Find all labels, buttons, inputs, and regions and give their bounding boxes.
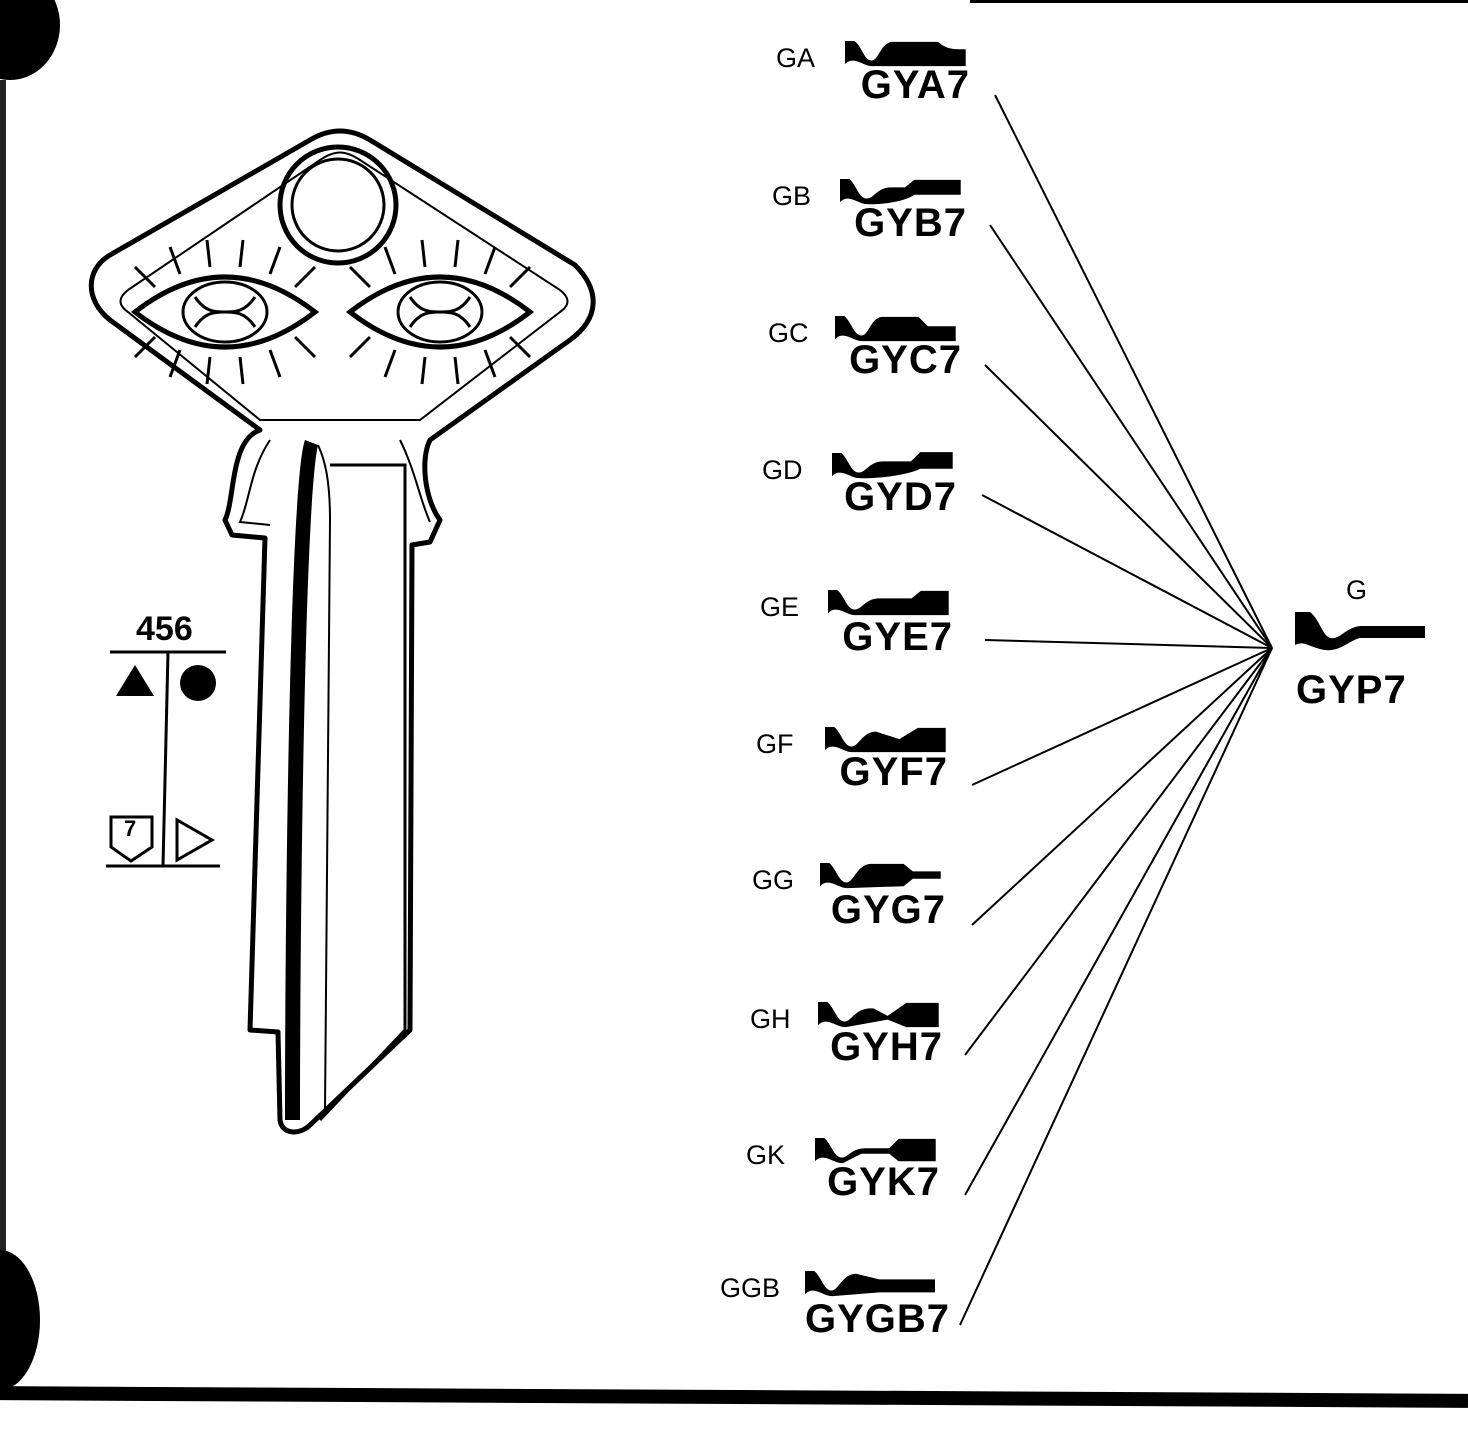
key-profile-icon (805, 1271, 935, 1297)
key-profile-icon (832, 452, 953, 479)
profile-label: GH (750, 1004, 791, 1034)
profile-label: GB (772, 181, 812, 211)
key-blank-code: GYG7 (830, 888, 946, 932)
shield-icon (109, 815, 154, 863)
key-profile-icon (828, 590, 949, 616)
connector-lines (959, 94, 1273, 1326)
key-ring-hole (277, 144, 399, 266)
key-head-outline (88, 128, 596, 1135)
catalog-number: 456 (136, 610, 193, 648)
connector-line (984, 639, 1273, 649)
connector-line (994, 94, 1273, 649)
profile-label: GD (762, 455, 803, 485)
connector-line (984, 364, 1273, 649)
profile-label: GK (746, 1140, 786, 1170)
triangle-filled-icon (116, 665, 154, 696)
circle-filled-icon (180, 665, 216, 701)
scan-border-top (970, 0, 1468, 3)
key-profile-icon (835, 316, 956, 342)
connector-line (971, 647, 1273, 926)
connector-line (989, 224, 1273, 649)
profile-label: GGB (720, 1273, 781, 1303)
master-profile-label: G (1346, 575, 1368, 605)
profile-label: GA (776, 43, 816, 73)
key-profile-icon (840, 179, 961, 205)
scan-edge-left (0, 80, 6, 1280)
key-profile-icon (825, 727, 946, 753)
key-blank-code: GYA7 (860, 63, 970, 107)
key-profile-icon (820, 863, 941, 889)
connector-line (981, 494, 1273, 649)
key-profile-icon (845, 41, 966, 67)
master-profile-icon (1295, 612, 1425, 651)
key-blank-code: GYB7 (854, 201, 967, 245)
key-blank-code: GYF7 (839, 750, 948, 794)
connector-line (964, 647, 1273, 1196)
profile-label: GC (768, 318, 809, 348)
key-blank-code: GYD7 (844, 475, 957, 519)
connector-line (964, 647, 1273, 1056)
profile-label: GG (752, 865, 795, 895)
symbol-table (106, 650, 226, 868)
eye-left-icon (130, 239, 320, 385)
triangle-outline-icon (175, 817, 216, 863)
connector-line (971, 647, 1273, 786)
key-blank-code: GYH7 (830, 1025, 943, 1069)
connector-line (959, 647, 1273, 1326)
shield-number: 7 (124, 816, 137, 841)
key-profile-icon (818, 1002, 939, 1028)
key-blank-code: GYK7 (827, 1160, 940, 1204)
master-code: GYP7 (1296, 668, 1407, 712)
key-blank-code: GYE7 (842, 615, 953, 659)
eye-right-icon (345, 239, 535, 385)
key-blank-code: GYGB7 (804, 1297, 950, 1341)
profile-label: GE (760, 592, 800, 622)
profile-label: GF (756, 729, 794, 759)
key-profile-icon (815, 1138, 936, 1164)
key-blank-code: GYC7 (849, 338, 962, 382)
